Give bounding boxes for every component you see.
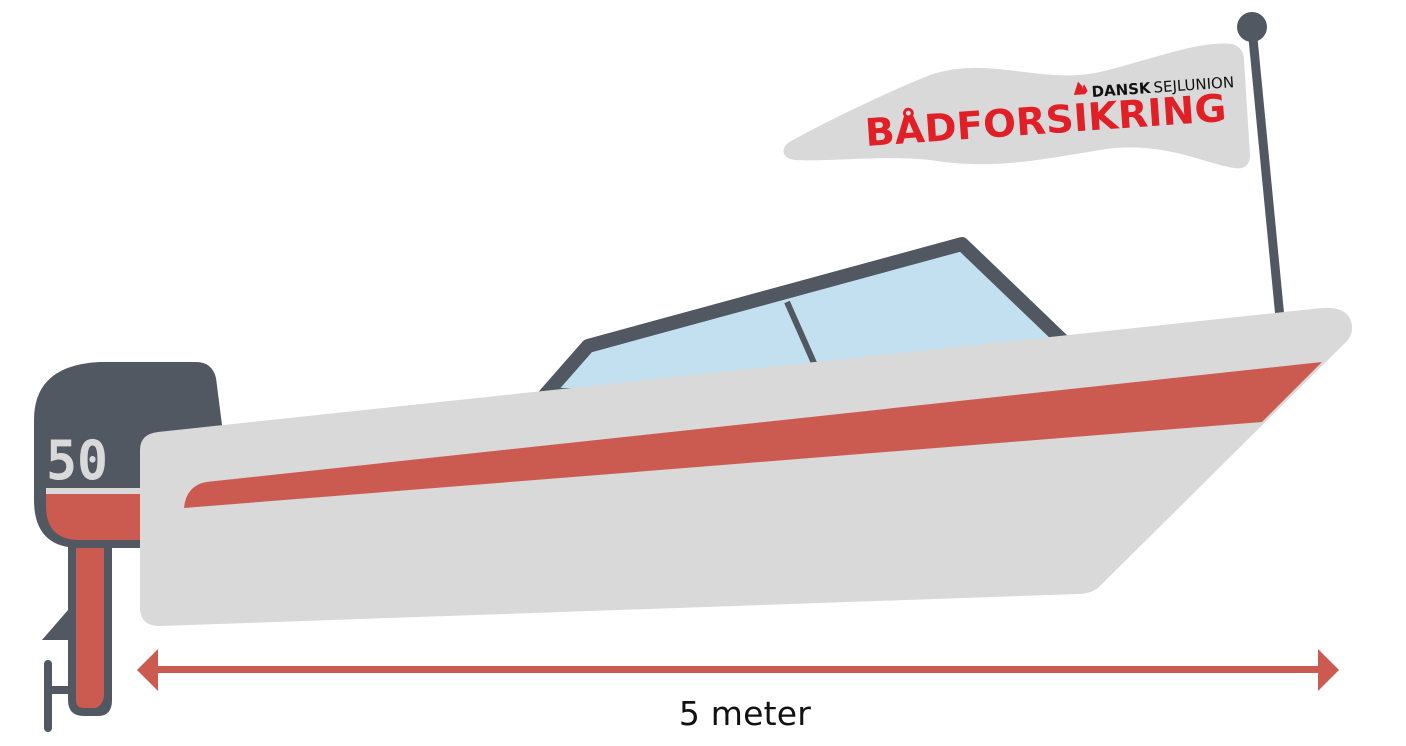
flag-pole <box>1237 12 1285 323</box>
dansk-sejlunion-sail-logo-icon <box>1073 81 1088 95</box>
windshield-divider <box>784 300 821 374</box>
boat-hull <box>140 307 1353 626</box>
hull-stripe <box>184 362 1322 508</box>
double-headed-arrow-icon <box>137 649 1339 691</box>
flag-pole-knob-icon <box>1237 12 1267 42</box>
brand-logo-word1: DANSK <box>1091 79 1153 101</box>
motor-horsepower-label: 50 <box>46 429 108 492</box>
brand-logo-word2: SEJLUNION <box>1153 73 1235 97</box>
length-measurement-label: 5 meter <box>678 694 812 733</box>
